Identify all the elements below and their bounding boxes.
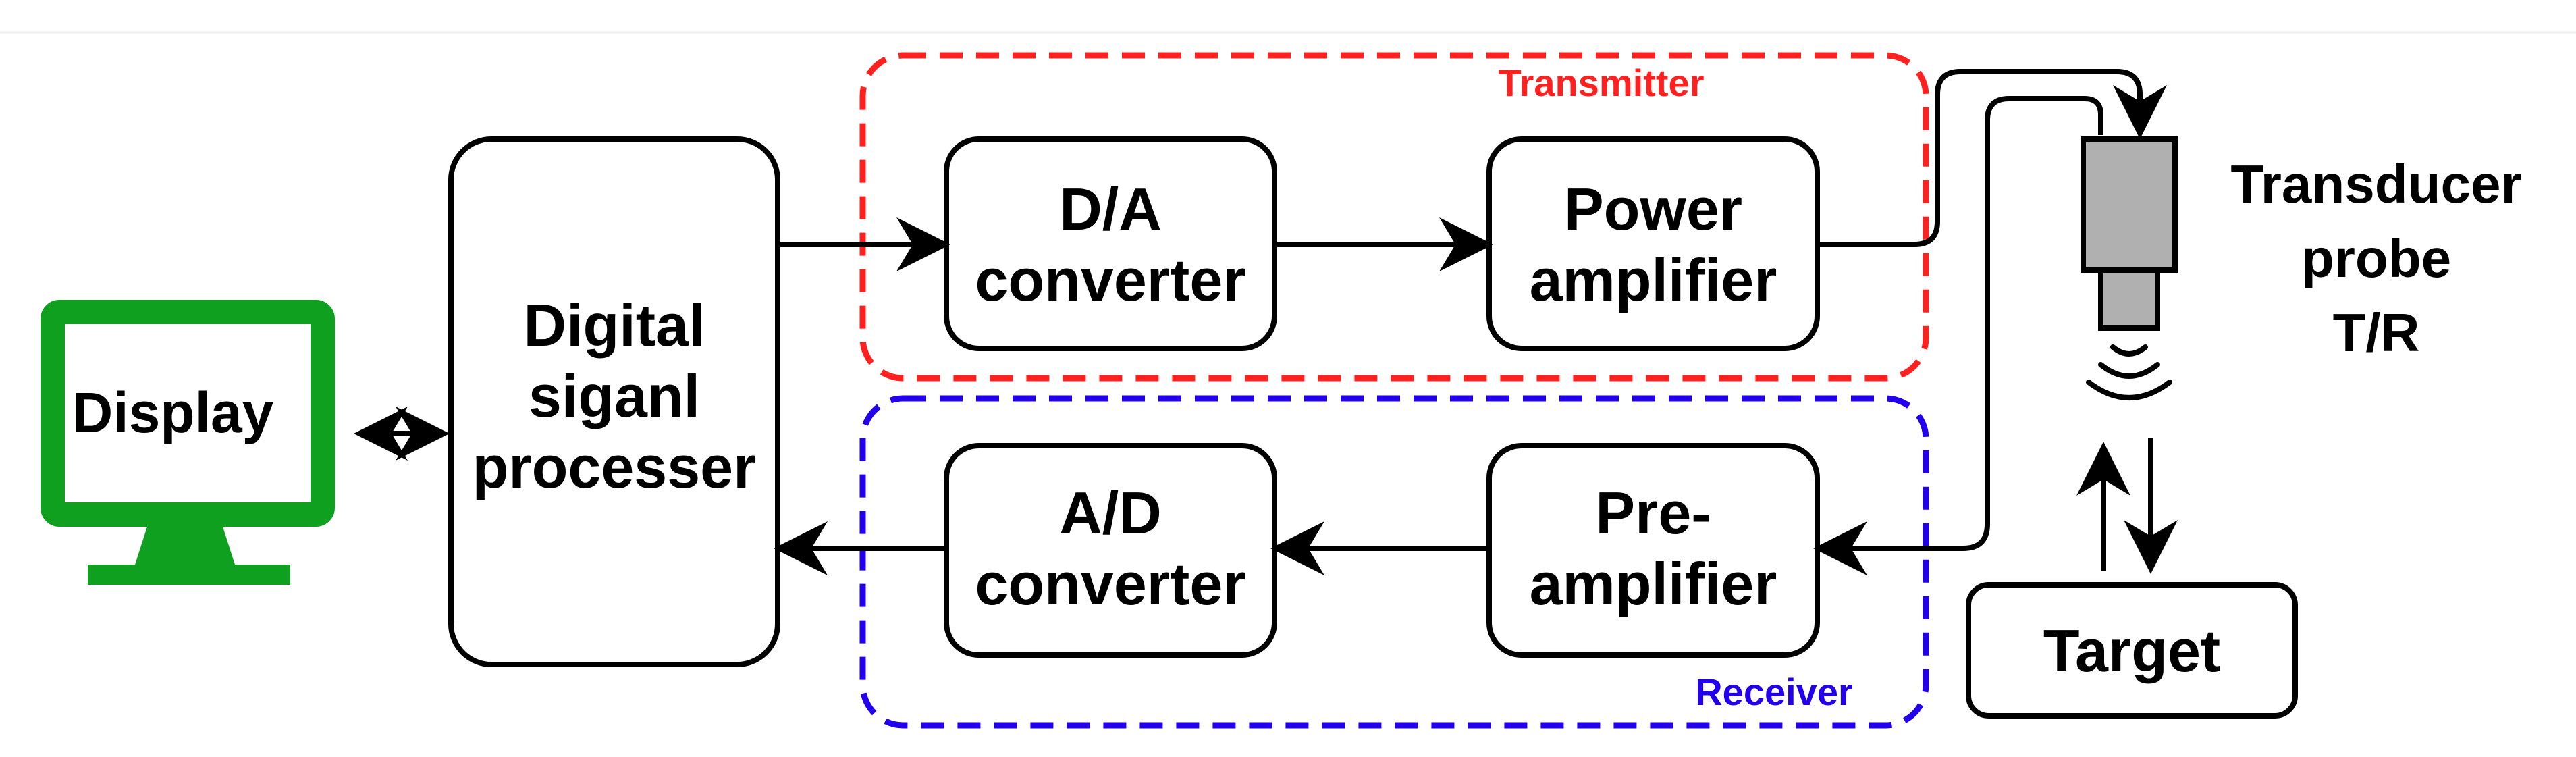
receiver-group bbox=[859, 395, 1929, 729]
dsp-line-2: siganl bbox=[529, 363, 700, 429]
pre-amplifier-line-2: amplifier bbox=[1530, 550, 1777, 617]
ad-converter-line-2: converter bbox=[975, 550, 1245, 617]
target-label: Target bbox=[2043, 617, 2220, 684]
transmitter-group bbox=[859, 52, 1929, 382]
power-amplifier-box bbox=[1486, 136, 1820, 351]
display-label: Display bbox=[72, 381, 274, 444]
ultrasound-wave-icon bbox=[2086, 344, 2172, 400]
transmit-path-arrow bbox=[1817, 69, 2167, 247]
da-converter-box bbox=[944, 136, 1277, 351]
monitor-icon bbox=[41, 300, 335, 585]
pre-amplifier-line-1: Pre- bbox=[1595, 479, 1711, 546]
transmitter-label: Transmitter bbox=[1499, 61, 1705, 104]
ad-converter-line-1: A/D bbox=[1059, 479, 1162, 546]
dsp-line-1: Digital bbox=[524, 292, 705, 359]
probe-label-line-2: probe bbox=[2301, 228, 2451, 288]
receiver-label: Receiver bbox=[1695, 671, 1853, 713]
receive-path-arrow bbox=[1813, 96, 2103, 575]
transducer-probe-icon bbox=[2081, 136, 2178, 331]
probe-label-line-1: Transducer bbox=[2230, 154, 2521, 214]
power-amplifier-line-2: amplifier bbox=[1530, 246, 1777, 313]
dsp-line-3: processer bbox=[473, 434, 757, 500]
probe-label-line-3: T/R bbox=[2333, 303, 2420, 363]
power-amplifier-line-1: Power bbox=[1564, 176, 1742, 242]
target-box bbox=[1966, 582, 2298, 719]
digital-signal-processor-box bbox=[448, 136, 780, 667]
da-converter-line-1: D/A bbox=[1059, 176, 1162, 242]
da-converter-line-2: converter bbox=[975, 246, 1245, 313]
